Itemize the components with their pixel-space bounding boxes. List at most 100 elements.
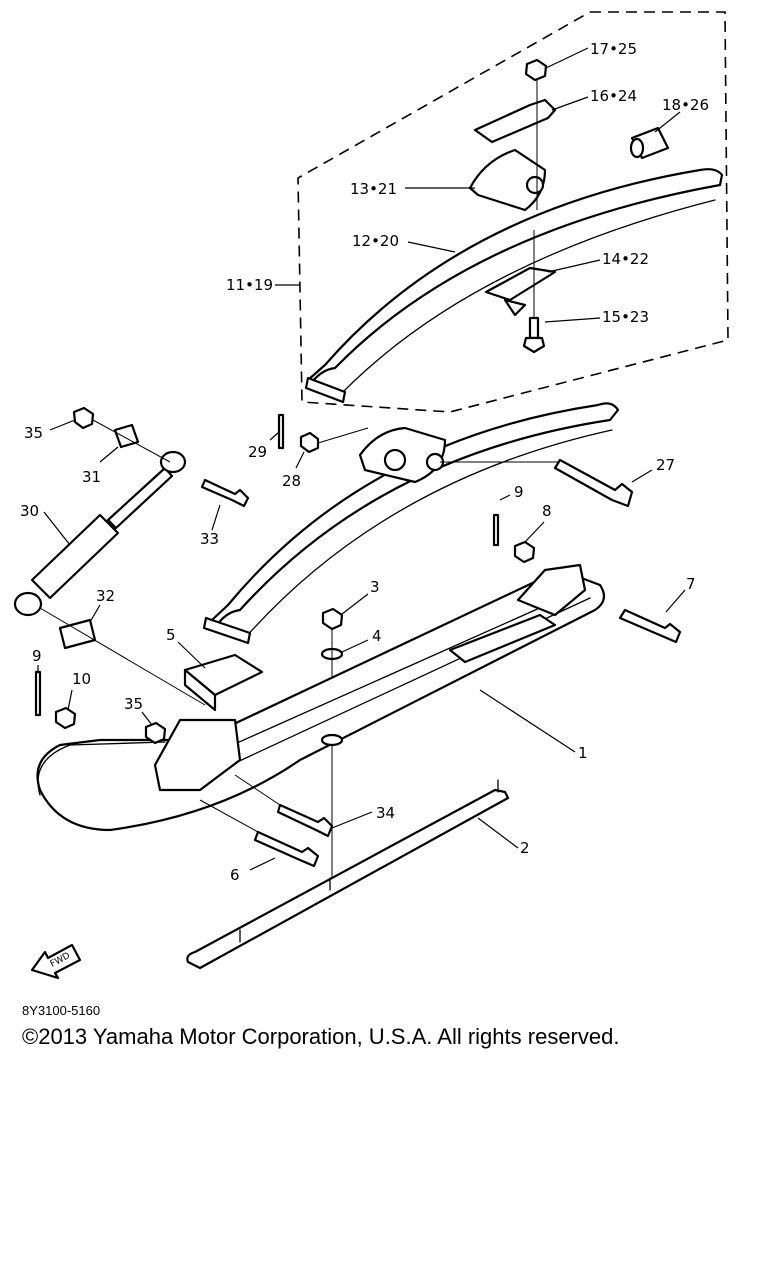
spacer-pipe-end (629, 137, 645, 159)
callout-12-20: 12•20 (352, 232, 399, 250)
drawing-code: 8Y3100-5160 (22, 1003, 101, 1018)
bolt-6 (253, 830, 320, 868)
leader-27 (631, 469, 653, 483)
leader-6 (249, 857, 276, 871)
ski-groove (209, 589, 581, 756)
leader-10 (67, 689, 73, 711)
copyright-notice: ©2013 Yamaha Motor Corporation, U.S.A. A… (22, 1024, 620, 1049)
callout-7: 7 (686, 575, 696, 593)
shock-absorber-body (30, 513, 120, 600)
callout-4: 4 (372, 627, 382, 645)
ski-handle-loop (37, 741, 166, 796)
leader-12-20 (407, 241, 456, 253)
bolt-34 (276, 803, 334, 838)
nut-8 (513, 540, 536, 564)
leader-8 (524, 521, 545, 543)
lower-bolt-head (522, 336, 546, 354)
subassembly-dashed-border (297, 11, 729, 413)
callout-29: 29 (248, 443, 267, 461)
leader-17-25 (545, 47, 589, 69)
ski-slot-plate (448, 613, 557, 664)
callout-17-25: 17•25 (590, 40, 637, 58)
nut-35-lower (144, 721, 167, 745)
leader-30 (43, 511, 71, 546)
bolt-33 (200, 478, 250, 508)
cotter-pin-9-lower (34, 670, 42, 717)
leader-9-upper (499, 494, 511, 501)
callout-33: 33 (200, 530, 219, 548)
upper-leaf-spring (306, 168, 724, 387)
shock-top-eye (159, 450, 187, 474)
callout-35-lower: 35 (124, 695, 143, 713)
bolt-27 (553, 458, 634, 508)
leader-35-top (49, 419, 76, 431)
cotter-pin-9-upper (492, 513, 500, 547)
callout-9-upper: 9 (514, 483, 524, 501)
leader-7 (665, 589, 686, 613)
ski-rear-bracket (516, 563, 587, 617)
collar-31-leader (92, 419, 171, 463)
leader-31 (99, 446, 119, 463)
spring-seat-5-front (183, 668, 217, 712)
bolt-34-leader (234, 774, 281, 806)
callout-32: 32 (96, 587, 115, 605)
nut-28-leader (317, 427, 369, 444)
leader-2 (477, 817, 519, 849)
clamp-bolt-head (525, 175, 545, 195)
main-leaf-spring-edge (244, 429, 613, 639)
callout-14-22: 14•22 (602, 250, 649, 268)
nut-35-top (72, 406, 95, 430)
callout-34: 34 (376, 804, 395, 822)
callout-3: 3 (370, 578, 380, 596)
main-leaf-spring (210, 402, 620, 630)
bolt-7 (618, 608, 682, 644)
collar-32-leader (39, 607, 206, 706)
leader-3 (341, 593, 369, 615)
spring-clamp-upper (468, 148, 547, 212)
callout-1: 1 (578, 744, 588, 762)
leader-4 (341, 639, 369, 653)
spring-bracket (473, 98, 557, 144)
leader-28 (295, 451, 305, 469)
cotter-pin-29 (277, 413, 285, 450)
callout-31: 31 (82, 468, 101, 486)
callout-8: 8 (542, 502, 552, 520)
leader-1 (479, 689, 576, 753)
leader-18-26 (654, 111, 681, 133)
leader-15-23 (544, 317, 601, 323)
nut-3 (321, 607, 344, 631)
callout-35-top: 35 (24, 424, 43, 442)
callout-28: 28 (282, 472, 301, 490)
collar-31 (113, 423, 140, 449)
upper-leaf-spring-edge (339, 199, 716, 396)
leader-35-lower (141, 711, 153, 726)
ski-front-bracket (153, 718, 242, 792)
callout-2: 2 (520, 839, 530, 857)
callout-16-24: 16•24 (590, 87, 637, 105)
shock-bottom-eye (13, 591, 43, 617)
main-spring-bracket-hub (383, 448, 407, 472)
ski-runner-2 (186, 788, 510, 970)
nut-10 (54, 706, 77, 730)
callout-30: 30 (20, 502, 39, 520)
leader-5 (177, 641, 206, 669)
callout-15-23: 15•23 (602, 308, 649, 326)
ski-body (36, 568, 606, 832)
nut-28 (299, 431, 320, 454)
main-leaf-spring-tip (202, 616, 252, 645)
collar-32 (58, 618, 97, 650)
leader-16-24 (551, 96, 589, 111)
lower-spring-plate (484, 266, 557, 302)
upper-leaf-spring-tip (304, 376, 347, 404)
callout-9-lower: 9 (32, 647, 42, 665)
leader-29 (269, 431, 280, 441)
leader-34 (331, 811, 373, 829)
callout-27: 27 (656, 456, 675, 474)
leader-14-22 (547, 259, 601, 273)
callout-13-21: 13•21 (350, 180, 397, 198)
callout-6: 6 (230, 866, 240, 884)
lower-bolt (528, 316, 540, 340)
leader-32 (89, 604, 101, 623)
shock-absorber-rod (106, 466, 174, 530)
callout-11-19: 11•19 (226, 276, 273, 294)
